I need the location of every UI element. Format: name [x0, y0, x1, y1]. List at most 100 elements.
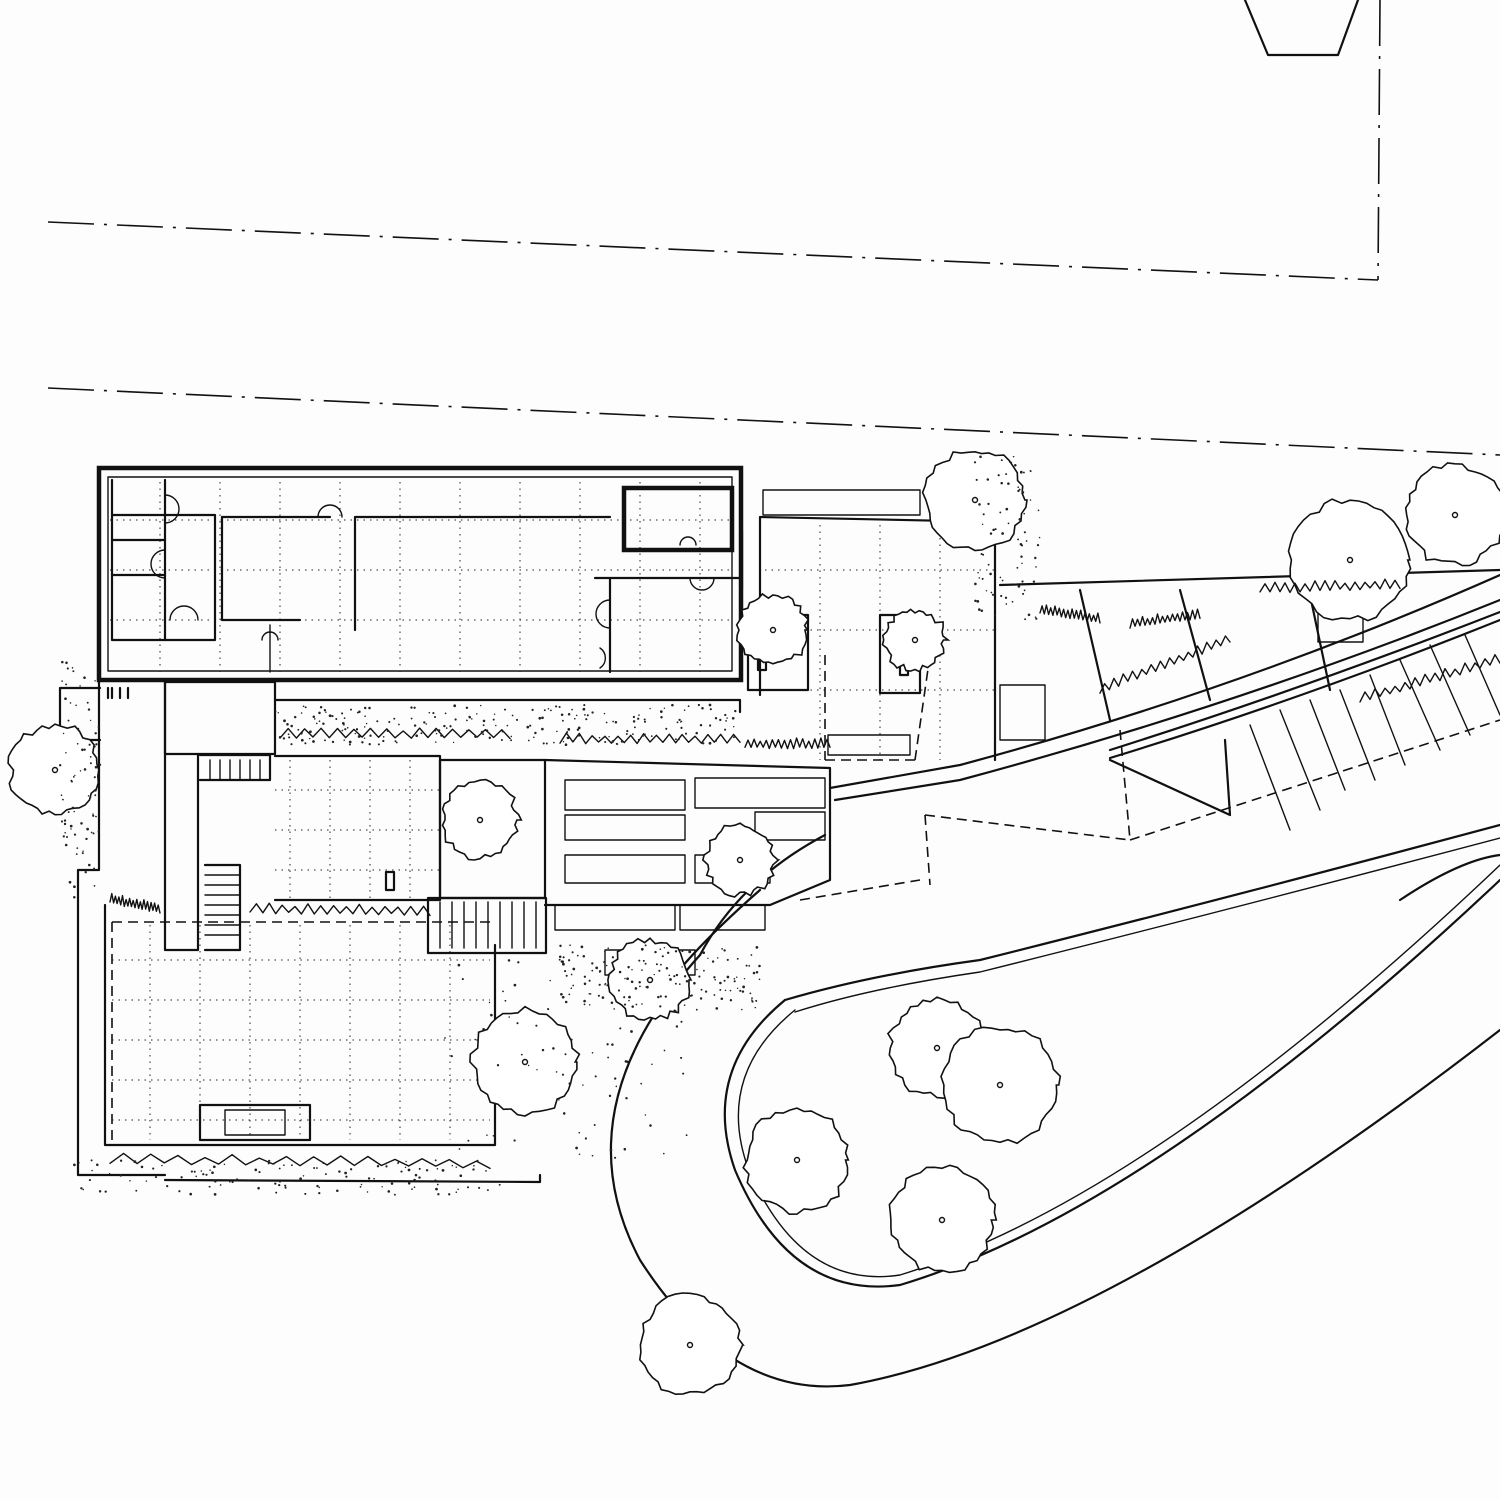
stipple-dot	[558, 958, 561, 961]
stipple-dot	[583, 999, 586, 1003]
stipple-dot	[212, 1165, 216, 1169]
stipple-dot	[570, 973, 573, 976]
stipple-dot	[990, 591, 993, 594]
stipple-dot	[297, 728, 300, 731]
stipple-dot	[331, 715, 334, 718]
stipple-dot	[398, 723, 400, 726]
stipple-dot	[1005, 603, 1008, 605]
stipple-dot	[97, 725, 100, 729]
stipple-dot	[598, 983, 601, 986]
stipple-dot	[650, 735, 653, 737]
stipple-dot	[268, 1159, 271, 1162]
stipple-dot	[701, 707, 704, 710]
stipple-dot	[713, 976, 716, 979]
stipple-dot	[349, 1168, 353, 1171]
stipple-dot	[711, 960, 715, 963]
stipple-dot	[620, 740, 624, 743]
stipple-dot	[591, 962, 594, 965]
stipple-dot	[663, 1152, 665, 1155]
stipple-dot	[1016, 566, 1019, 569]
stipple-dot	[582, 1084, 584, 1086]
stipple-dot	[754, 1006, 757, 1009]
stipple-dot	[529, 724, 532, 727]
stipple-dot	[393, 717, 396, 720]
stipple-dot	[603, 960, 606, 964]
stipple-dot	[977, 608, 981, 611]
stipple-dot	[119, 1159, 123, 1162]
stipple-dot	[284, 1186, 287, 1189]
stipple-dot	[543, 709, 546, 712]
stipple-dot	[480, 730, 484, 734]
stipple-dot	[632, 715, 636, 719]
shrub-row	[1039, 604, 1101, 624]
stipple-dot	[465, 706, 469, 709]
stipple-dot	[89, 719, 92, 722]
stipple-dot	[466, 1186, 470, 1189]
stipple-dot	[547, 708, 550, 710]
stipple-dot	[479, 704, 482, 707]
tree-trunk-dot	[911, 636, 919, 644]
stipple-dot	[527, 1064, 530, 1067]
stipple-dot	[630, 980, 634, 984]
stipple-dot	[87, 795, 90, 797]
property-lines	[47, 221, 1500, 456]
stipple-dot	[368, 743, 371, 746]
stipple-dot	[1021, 491, 1025, 494]
stipple-dot	[538, 716, 542, 720]
stipple-dot	[454, 718, 457, 721]
stipple-dot	[680, 720, 683, 723]
stipple-dot	[1032, 580, 1036, 583]
trees-group	[7, 450, 1500, 1396]
stipple-dot	[432, 712, 435, 715]
stipple-dot	[368, 706, 371, 710]
stipple-dot	[304, 706, 307, 709]
stipple-dot	[626, 977, 629, 981]
tree-canopy	[607, 937, 693, 1021]
stipple-dot	[643, 720, 647, 723]
stipple-dot	[1021, 562, 1023, 565]
stipple-dot	[83, 676, 86, 679]
stipple-dot	[437, 1193, 440, 1196]
stipple-dot	[104, 1190, 107, 1193]
tree-trunk-dot	[51, 766, 59, 774]
stipple-dot	[729, 989, 732, 992]
stipple-dot	[513, 1139, 516, 1142]
stipple-dot	[71, 666, 74, 669]
stipple-dot	[610, 1001, 614, 1004]
stipple-dot	[507, 959, 511, 962]
stipple-dot	[1027, 613, 1031, 617]
stipple-dot	[95, 815, 97, 818]
stipple-dot	[541, 727, 544, 731]
stipple-dot	[97, 830, 100, 833]
stipple-dot	[290, 1164, 293, 1167]
stipple-dot	[322, 1162, 325, 1165]
stipple-dot	[76, 727, 80, 731]
stipple-dot	[1017, 489, 1020, 493]
stipple-dot	[633, 726, 636, 729]
stipple-dot	[500, 738, 503, 742]
stipple-dot	[318, 1191, 321, 1195]
stipple-dot	[637, 738, 640, 741]
stipple-dot	[382, 739, 385, 743]
stipple-dot	[386, 730, 389, 732]
stipple-dot	[449, 725, 452, 728]
shrub-row	[744, 737, 831, 750]
stipple-dot	[1035, 617, 1038, 620]
stipple-dot	[413, 706, 416, 709]
stipple-dot	[1017, 486, 1020, 489]
stipple-dot	[357, 735, 361, 738]
stipple-dot	[707, 957, 709, 960]
stipple-dot	[315, 1167, 318, 1169]
stipple-dot	[119, 1174, 123, 1177]
stipple-dot	[577, 726, 581, 730]
stipple-dot	[1011, 600, 1014, 603]
stipple-dot	[301, 731, 303, 734]
stipple-dot	[492, 718, 495, 721]
stipple-dot	[750, 954, 753, 956]
stipple-dot	[1001, 579, 1004, 582]
stipple-dot	[601, 996, 605, 999]
stipple-dot	[299, 1177, 302, 1181]
stipple-dot	[190, 1170, 193, 1173]
stipple-dot	[588, 1004, 591, 1006]
stipple-dot	[67, 719, 70, 722]
